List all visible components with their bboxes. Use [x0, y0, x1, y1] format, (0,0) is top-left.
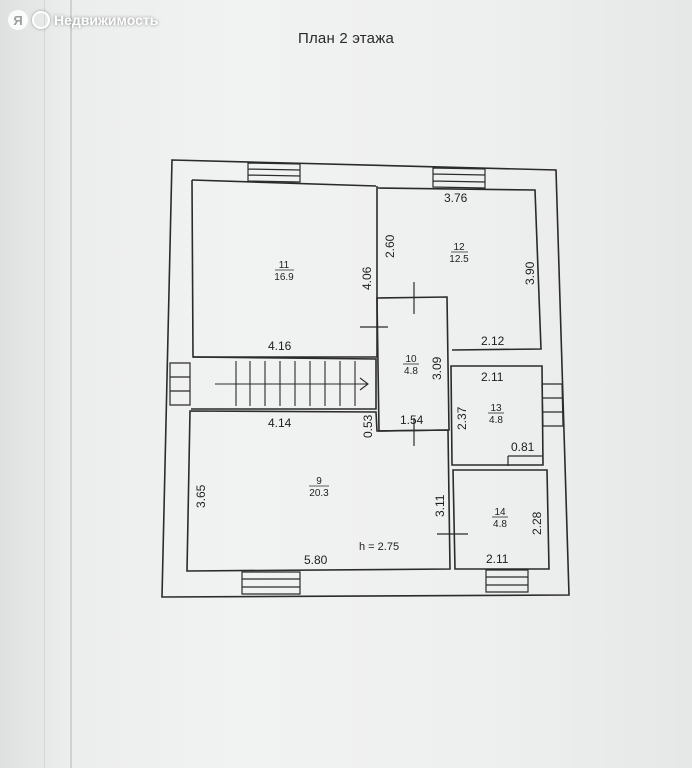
room-14-area: 4.8 [493, 519, 507, 530]
watermark: Я Недвижимость [8, 8, 158, 32]
room-12-number: 12 [453, 242, 465, 253]
room-12-area: 12.5 [449, 254, 469, 265]
dimension-label: 2.37 [455, 406, 469, 430]
door-marks [360, 282, 542, 535]
dimension-label: 4.14 [268, 416, 292, 430]
room-10-outline [376, 296, 450, 432]
dimension-label: 5.80 [304, 553, 328, 567]
dimension-label: 1.54 [400, 413, 424, 427]
room-14-outline [452, 469, 550, 570]
inner-wall [191, 179, 377, 187]
room-10-area: 4.8 [404, 366, 418, 377]
dimension-label: 0.81 [511, 440, 535, 454]
room-11-outline [191, 179, 378, 358]
room-13-area: 4.8 [489, 415, 503, 426]
paper-fold-line [44, 0, 45, 768]
dimension-label: 3.90 [523, 261, 537, 285]
room-11-area: 16.9 [274, 272, 294, 283]
dimension-label: 3.65 [194, 484, 208, 508]
dimension-label: 3.11 [433, 494, 447, 517]
dimension-label: 3.76 [444, 191, 468, 205]
dimension-label: 2.12 [481, 334, 505, 348]
circle-icon [32, 11, 50, 29]
room-9-number: 9 [316, 476, 322, 487]
staircase [215, 361, 369, 406]
dimension-label: 4.16 [268, 339, 292, 353]
outer-wall-outer [161, 159, 570, 598]
room-9-area: 20.3 [309, 488, 329, 499]
plan-title: План 2 этажа [298, 30, 394, 47]
ceiling-height-label: h = 2.75 [359, 541, 399, 553]
room-13-number: 13 [490, 403, 502, 414]
room-11-number: 11 [279, 260, 290, 271]
watermark-text: Недвижимость [54, 12, 159, 28]
dimension-label: 4.06 [360, 266, 374, 290]
yandex-logo-icon: Я [8, 10, 28, 30]
room-14-number: 14 [494, 507, 506, 518]
dimension-label: 2.11 [486, 552, 509, 566]
stair-outline [191, 356, 377, 410]
room-9-outline [186, 410, 451, 572]
dimension-label: 2.11 [481, 370, 504, 384]
room-13-outline [450, 365, 544, 466]
dimension-label: 2.28 [530, 511, 544, 535]
windows [169, 162, 564, 595]
room-10-number: 10 [405, 354, 417, 365]
paper-fold-line [70, 0, 72, 768]
room-12-outline [377, 187, 542, 351]
dimension-label: 2.60 [383, 234, 397, 258]
dimension-label: 3.09 [430, 356, 444, 380]
dimension-label: 0.53 [361, 414, 375, 438]
